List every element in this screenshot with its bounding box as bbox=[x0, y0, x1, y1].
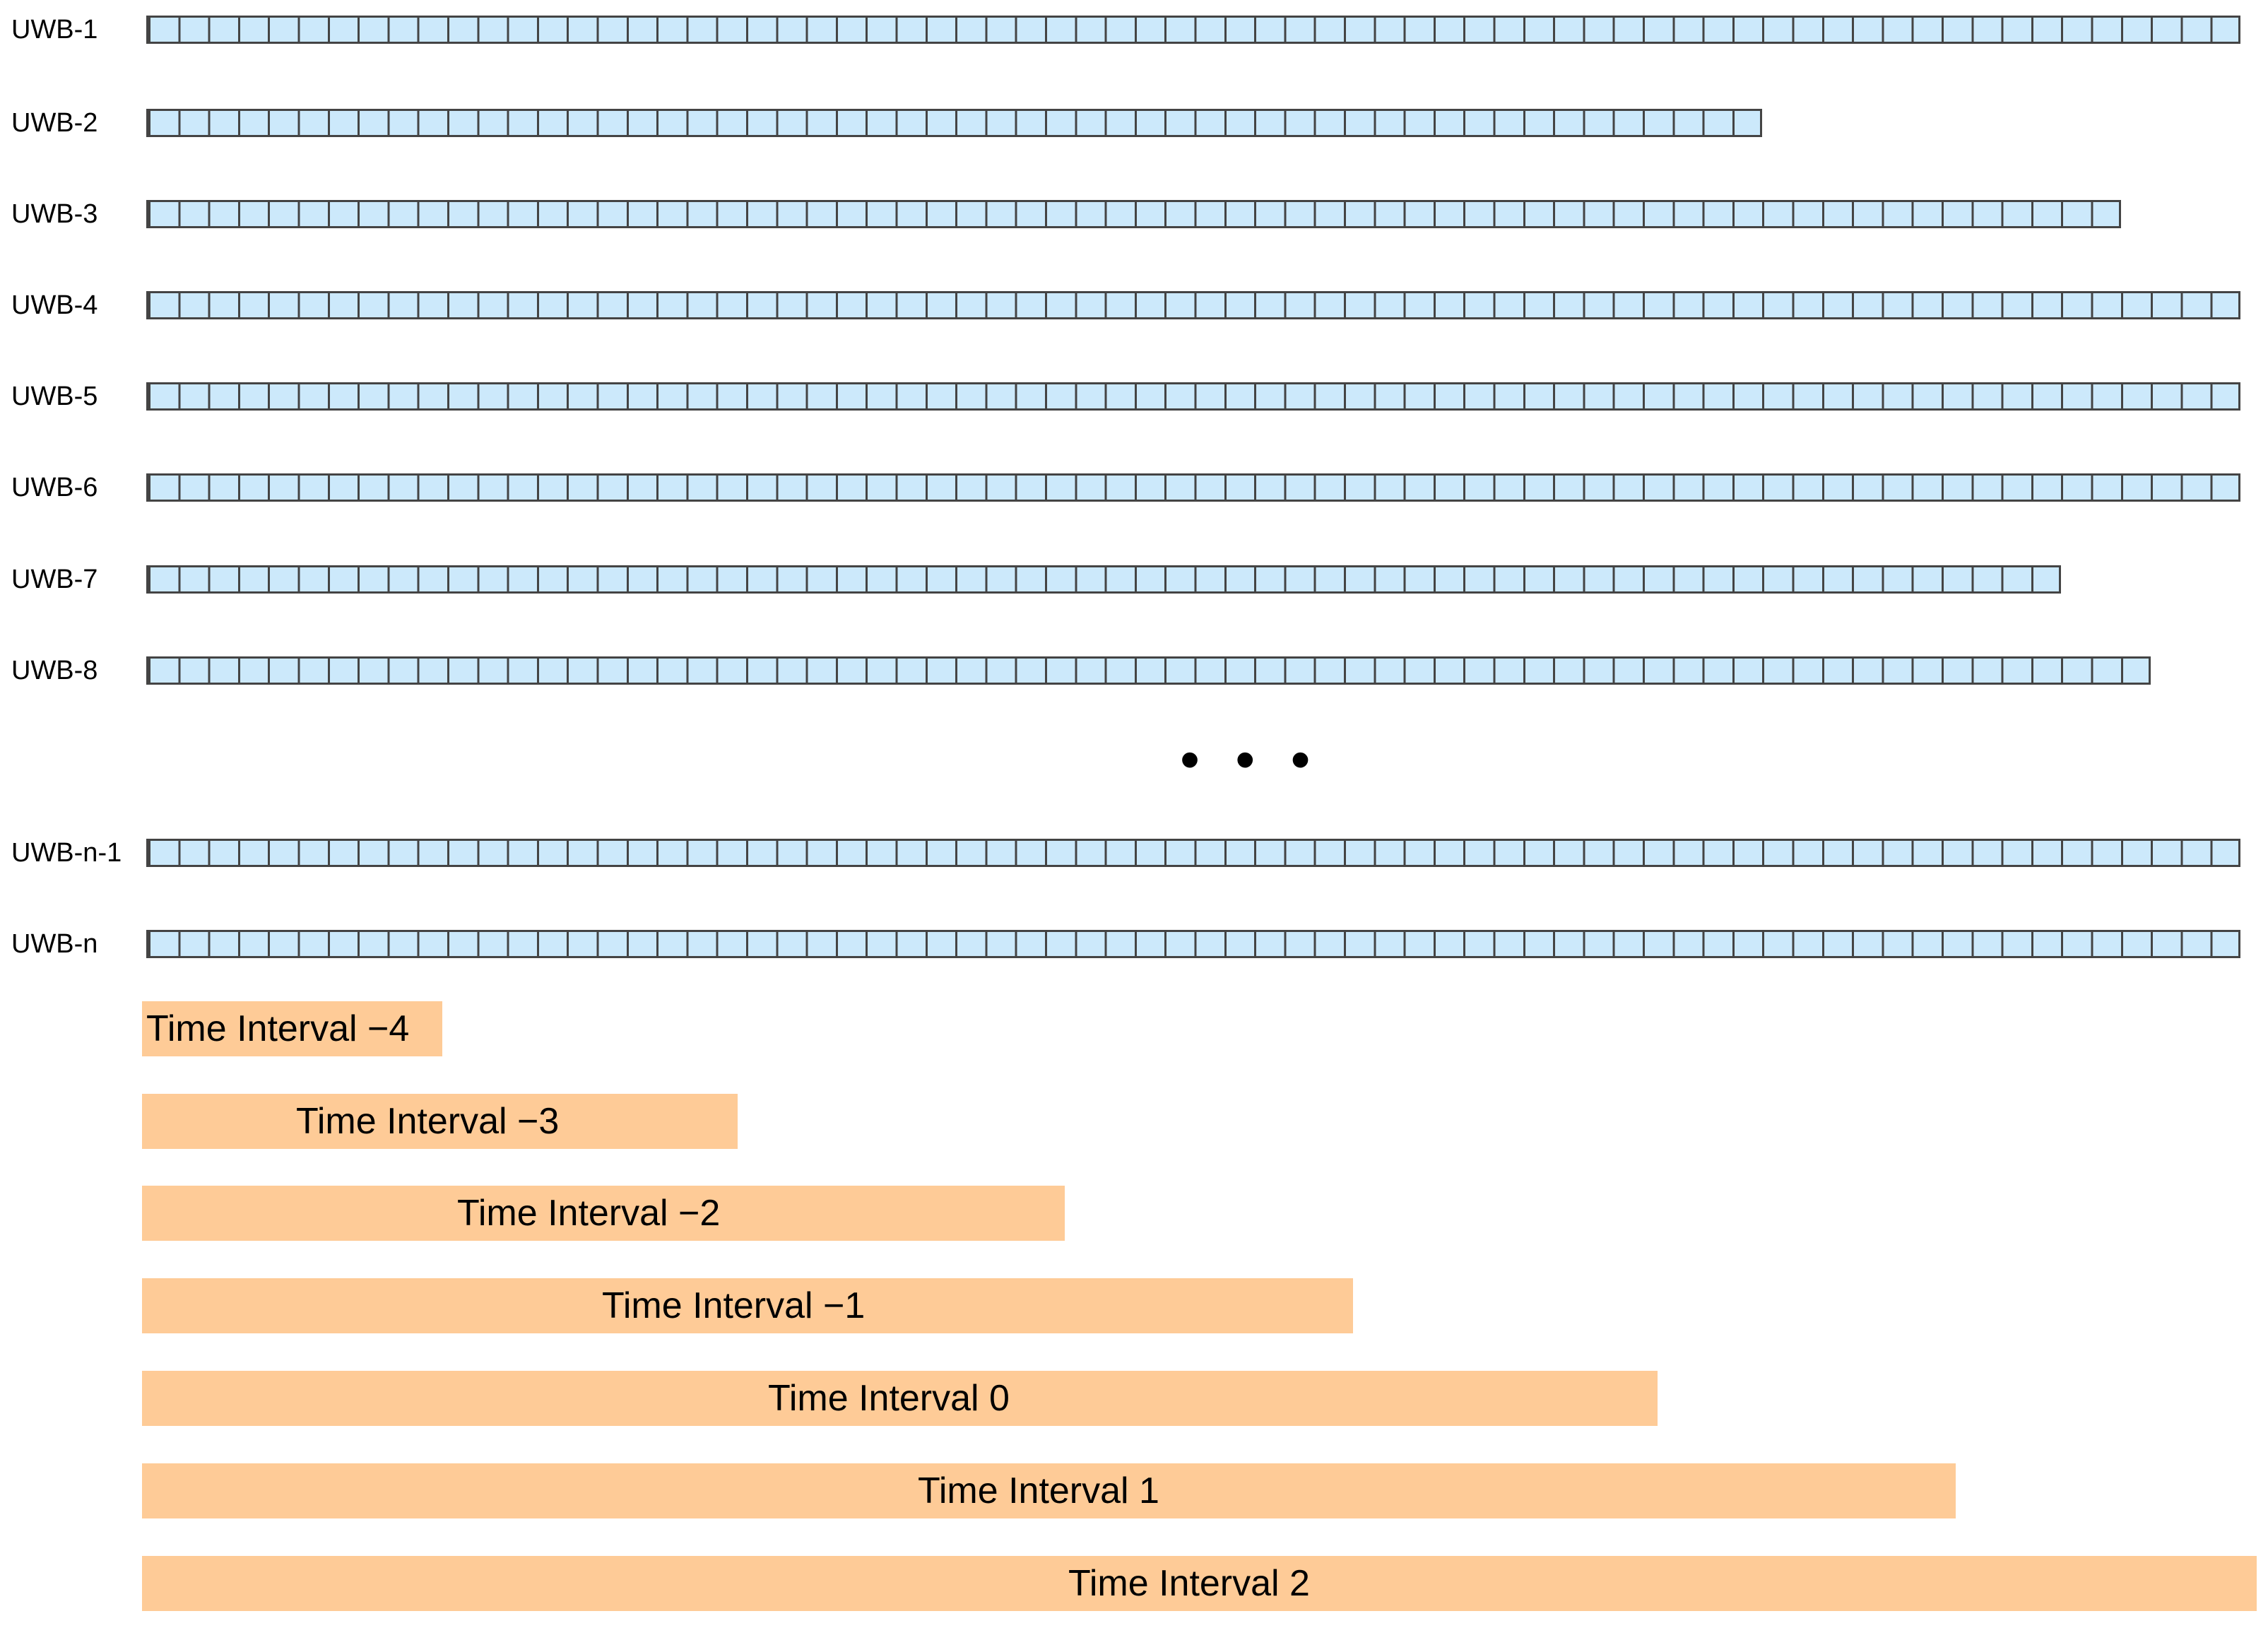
uwb-label: UWB-6 bbox=[11, 473, 98, 502]
uwb-label: UWB-1 bbox=[11, 15, 98, 45]
uwb-label: UWB-4 bbox=[11, 290, 98, 320]
uwb-slot-bar bbox=[146, 839, 2240, 867]
uwb-label: UWB-2 bbox=[11, 108, 98, 138]
uwb-slot-bar bbox=[146, 291, 2240, 319]
uwb-label: UWB-n bbox=[11, 929, 98, 959]
time-interval-bar: Time Interval −1 bbox=[142, 1278, 1353, 1333]
uwb-slot-bar bbox=[146, 930, 2240, 958]
time-interval-bar: Time Interval 0 bbox=[142, 1371, 1658, 1426]
uwb-label: UWB-7 bbox=[11, 565, 98, 594]
uwb-slot-bar bbox=[146, 200, 2121, 228]
time-interval-bar: Time Interval −3 bbox=[142, 1094, 738, 1149]
time-interval-bar: Time Interval −2 bbox=[142, 1186, 1065, 1241]
uwb-slot-bar bbox=[146, 382, 2240, 411]
uwb-slot-bar bbox=[146, 656, 2151, 685]
uwb-label: UWB-n-1 bbox=[11, 838, 122, 868]
time-interval-bar: Time Interval 1 bbox=[142, 1463, 1956, 1518]
uwb-label: UWB-3 bbox=[11, 199, 98, 229]
uwb-label: UWB-5 bbox=[11, 382, 98, 411]
uwb-label: UWB-8 bbox=[11, 656, 98, 685]
uwb-slot-bar bbox=[146, 109, 1762, 137]
uwb-slot-bar bbox=[146, 16, 2240, 44]
time-interval-bar: Time Interval 2 bbox=[142, 1556, 2257, 1611]
time-interval-bar: Time Interval −4 bbox=[142, 1001, 442, 1056]
ellipsis: • • • bbox=[1180, 728, 1321, 791]
uwb-slot-bar bbox=[146, 565, 2061, 594]
uwb-slot-bar bbox=[146, 473, 2240, 502]
